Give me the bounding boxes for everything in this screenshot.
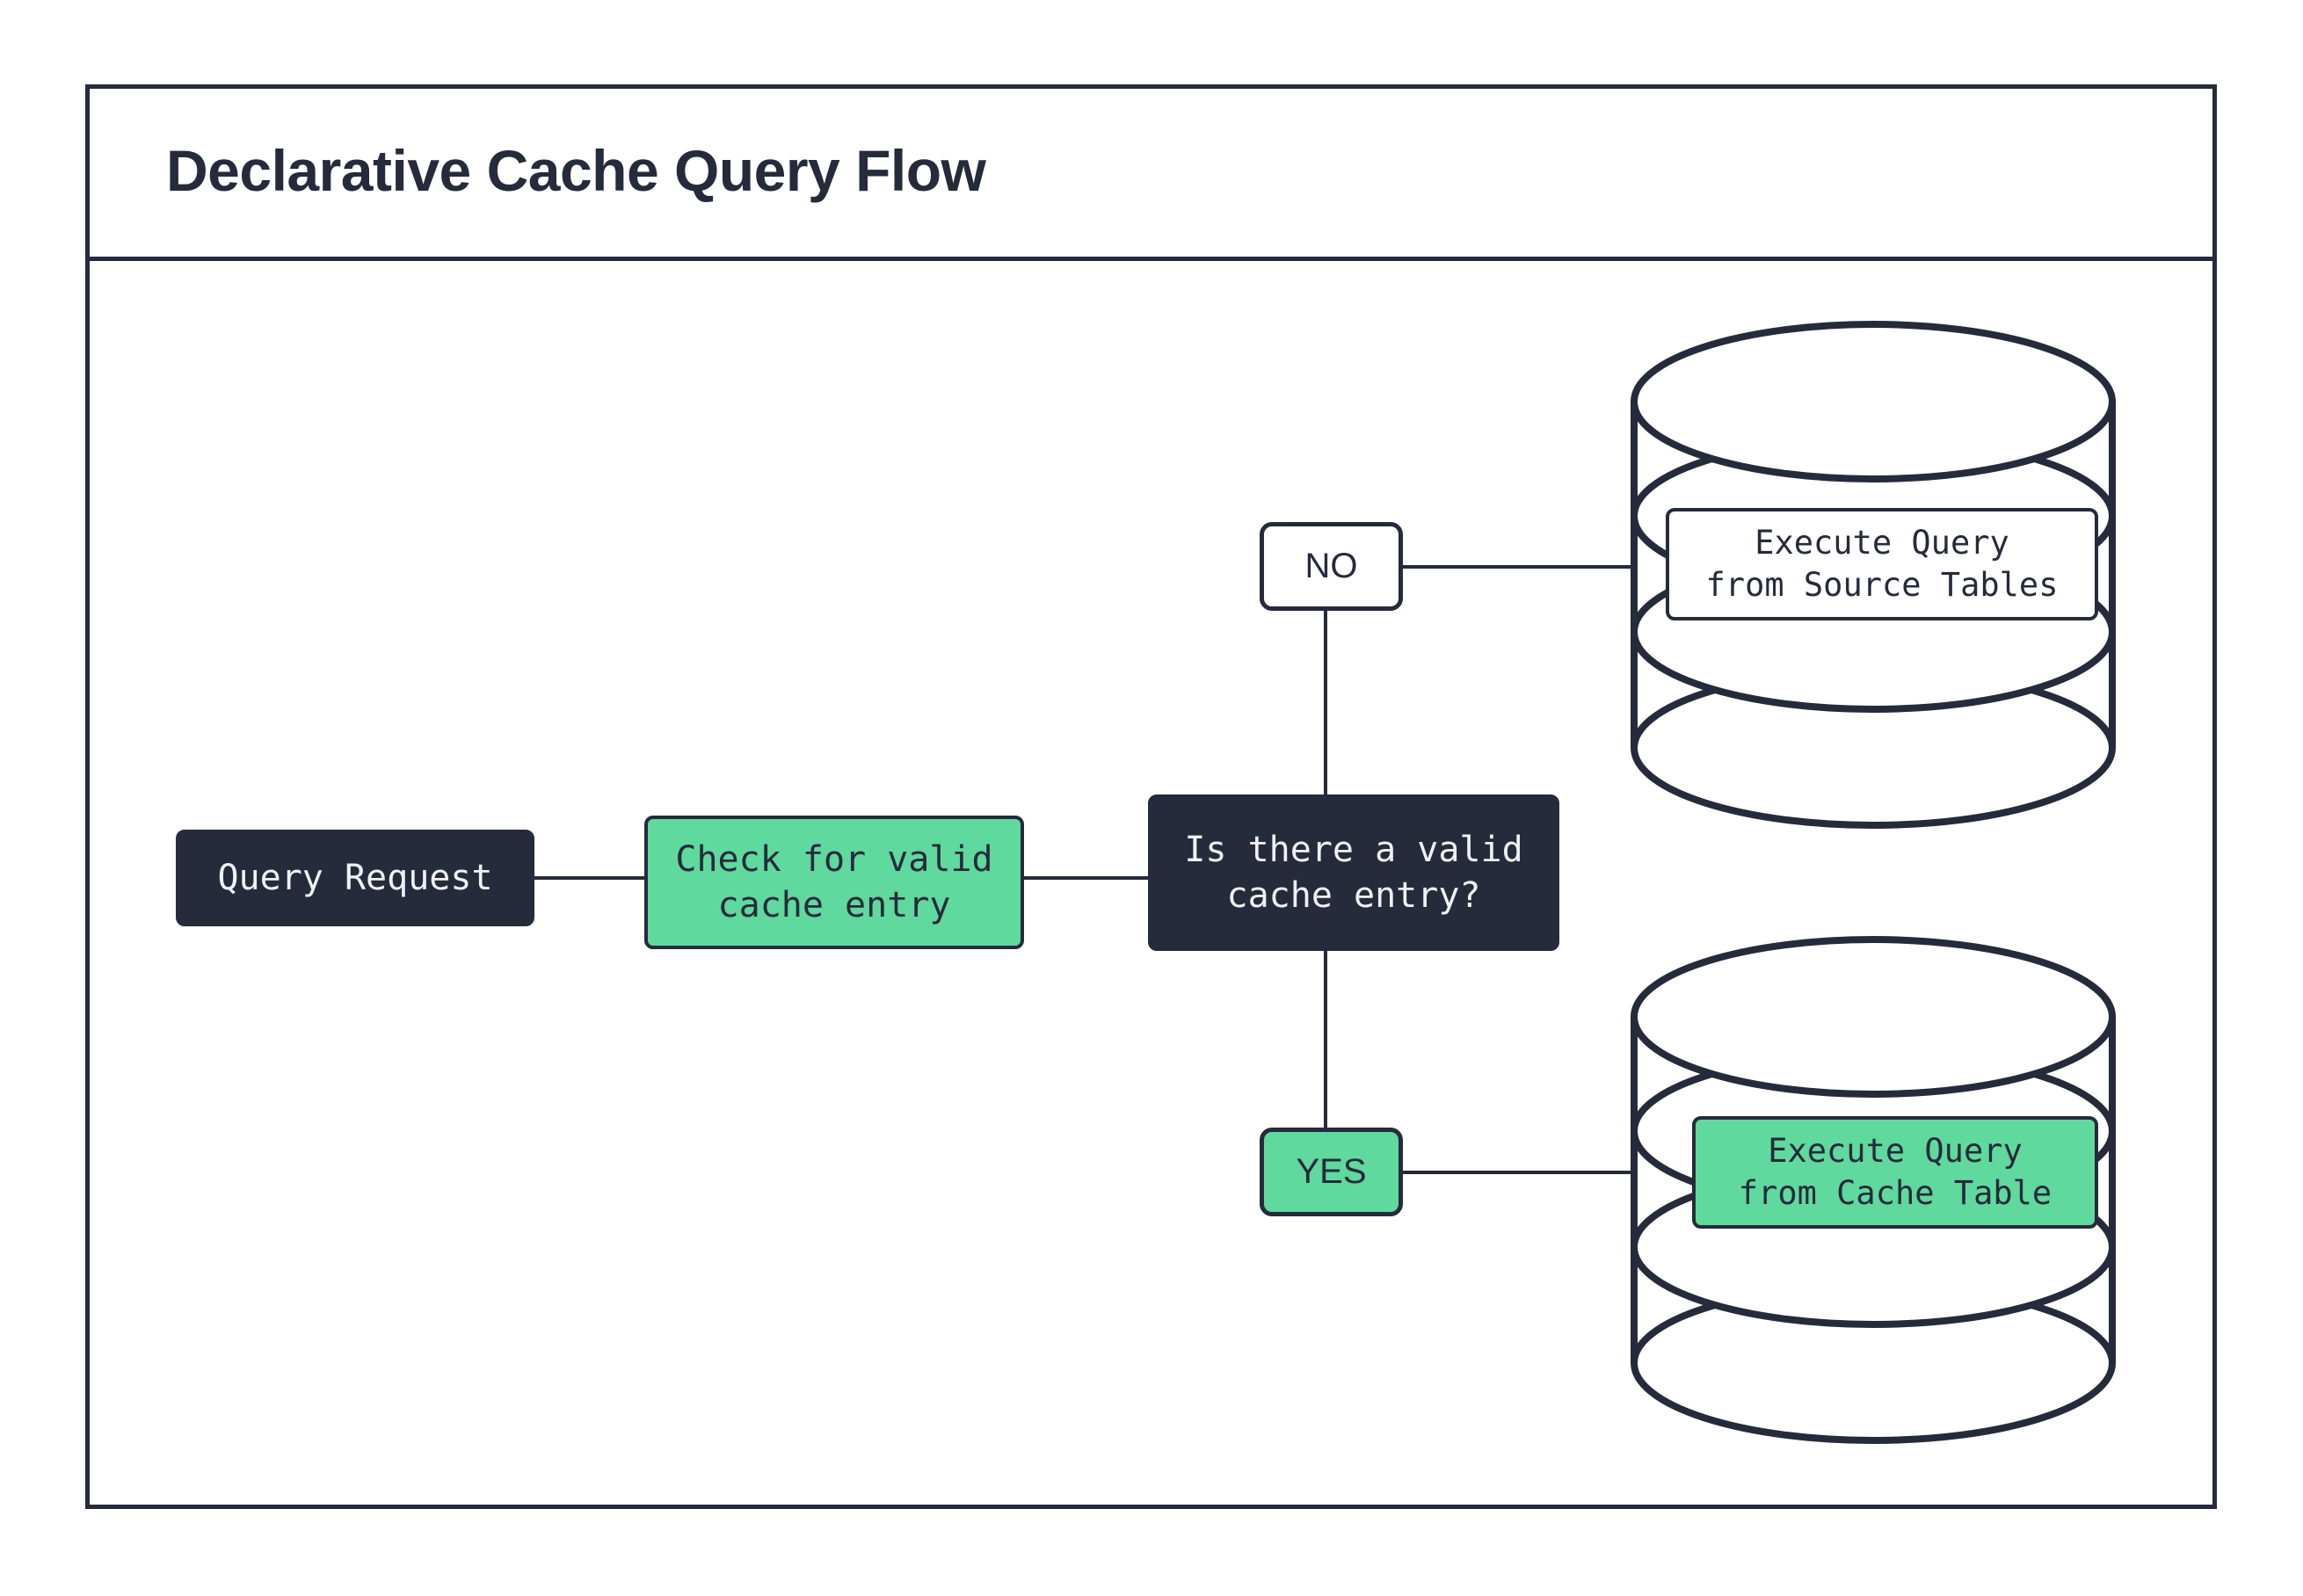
- edge-label-no[interactable]: NO: [1260, 522, 1403, 611]
- edge-check-to-decision: [1024, 876, 1148, 880]
- edge-decision-to-no: [1324, 611, 1327, 800]
- edge-no-to-source-db: [1402, 565, 1632, 569]
- edge-request-to-check: [534, 876, 646, 880]
- cache-table-node[interactable]: Execute Query from Cache Table: [1692, 1116, 2098, 1229]
- edge-yes-to-cache-db: [1402, 1171, 1632, 1174]
- title-bar: Declarative Cache Query Flow: [85, 84, 2217, 261]
- query-request-node[interactable]: Query Request: [176, 830, 534, 926]
- page-title: Declarative Cache Query Flow: [166, 138, 986, 203]
- check-cache-node[interactable]: Check for valid cache entry: [644, 816, 1024, 949]
- edge-label-yes[interactable]: YES: [1260, 1128, 1403, 1216]
- edge-decision-to-yes: [1324, 951, 1327, 1129]
- decision-valid-cache-node[interactable]: Is there a valid cache entry?: [1148, 794, 1559, 951]
- source-tables-node[interactable]: Execute Query from Source Tables: [1666, 508, 2098, 620]
